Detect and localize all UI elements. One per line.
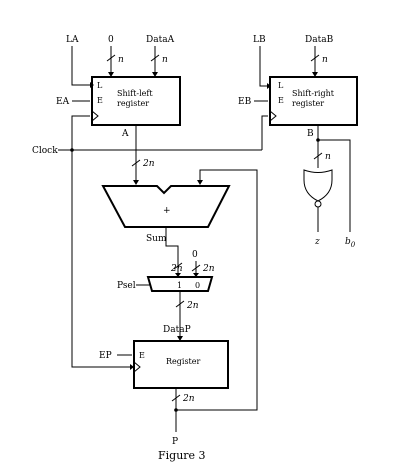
- shift-left-title-2: register: [117, 99, 149, 108]
- datap-label: DataP: [163, 325, 191, 335]
- shift-left-e-port: E: [97, 96, 103, 105]
- register-title: Register: [166, 357, 200, 366]
- mux: [146, 276, 214, 292]
- p-output-label: P: [172, 437, 178, 447]
- ep-label: EP: [99, 351, 112, 361]
- shift-left-l-port: L: [97, 81, 103, 90]
- mux-out-width: 2n: [186, 301, 199, 311]
- adder-symbol: +: [163, 206, 171, 216]
- zero-top-width: n: [118, 55, 124, 65]
- adder: [101, 185, 231, 228]
- zero-mux-label: 0: [192, 250, 198, 260]
- z-output-label: z: [314, 237, 320, 247]
- clock-to-register: [71, 150, 130, 368]
- register-e-port: E: [139, 351, 145, 360]
- ea-label: EA: [56, 97, 70, 107]
- lb-label: LB: [253, 35, 266, 45]
- data-a-label: DataA: [146, 35, 175, 45]
- mux-in0: 0: [195, 281, 200, 290]
- sum-label: Sum: [146, 234, 167, 244]
- b-bus-width: n: [325, 152, 331, 162]
- shift-right-title-1: Shift-right: [292, 89, 335, 98]
- shift-right-e-port: E: [278, 96, 284, 105]
- sum-bus-width: 2n: [170, 264, 183, 274]
- data-b-label: DataB: [305, 35, 334, 45]
- clock-to-shift-right: [261, 115, 268, 150]
- shift-left-register: L E Shift-left register: [91, 76, 181, 126]
- register-p: E Register: [133, 340, 229, 389]
- a-output-label: A: [121, 129, 129, 139]
- nor-gate-bubble: [314, 200, 322, 208]
- clock-label: Clock: [32, 146, 58, 156]
- eb-label: EB: [238, 97, 252, 107]
- zero-top-label: 0: [108, 35, 114, 45]
- zero-mux-width: 2n: [202, 264, 215, 274]
- clock-to-shift-left: [71, 115, 90, 150]
- data-a-width: n: [162, 55, 168, 65]
- sum-bus: [165, 227, 179, 274]
- b-output-label: B: [307, 129, 314, 139]
- data-b-width: n: [322, 55, 328, 65]
- shift-right-l-port: L: [278, 81, 284, 90]
- a-bus-width: 2n: [142, 159, 155, 169]
- la-wire: [71, 46, 90, 86]
- p-bus-width: 2n: [182, 394, 195, 404]
- shift-right-title-2: register: [292, 99, 324, 108]
- p-feedback-wire: [176, 169, 258, 411]
- b0-wire: [318, 139, 351, 232]
- mux-in1: 1: [177, 281, 182, 290]
- figure-caption: Figure 3: [158, 449, 206, 462]
- psel-label: Psel: [117, 281, 136, 291]
- shift-right-register: L E Shift-right register: [269, 76, 358, 126]
- shift-left-title-1: Shift-left: [117, 89, 153, 98]
- nor-gate: [303, 169, 333, 202]
- b0-output-label: b0: [345, 237, 356, 249]
- la-label: LA: [66, 35, 79, 45]
- lb-wire: [259, 46, 268, 87]
